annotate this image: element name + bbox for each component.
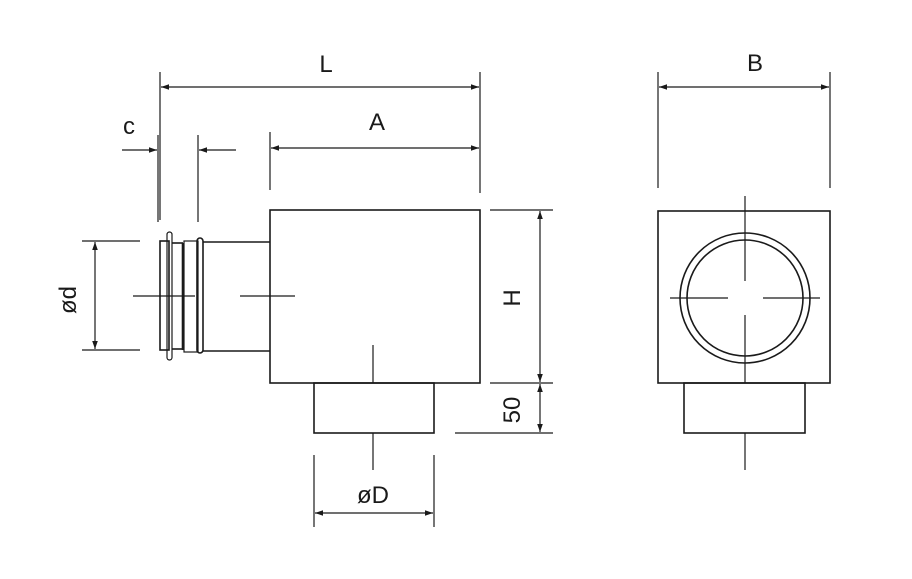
dimension-50: 50 [455, 384, 553, 434]
dimension-label-d: ød [55, 286, 82, 314]
front-view: B [657, 50, 831, 470]
side-view: L c A [55, 51, 553, 527]
dimension-D: øD [313, 455, 435, 527]
dimension-A: A [269, 109, 479, 190]
dimension-label-D: øD [357, 482, 389, 509]
dimension-label-50: 50 [499, 397, 526, 424]
dimension-B: B [657, 50, 831, 188]
dimension-c: c [122, 113, 236, 222]
dimension-label-L: L [319, 51, 332, 78]
dimension-label-A: A [369, 109, 385, 136]
dimension-L: L [159, 51, 481, 220]
dimension-label-c: c [123, 113, 135, 140]
dimension-label-B: B [747, 50, 763, 77]
dimension-label-H: H [499, 289, 526, 306]
bottom-spigot [313, 382, 435, 434]
front-bottom-spigot [683, 382, 806, 434]
main-body [269, 209, 481, 384]
front-body [657, 210, 831, 384]
dimension-H: H [490, 209, 553, 384]
dimension-d: ød [55, 240, 140, 351]
